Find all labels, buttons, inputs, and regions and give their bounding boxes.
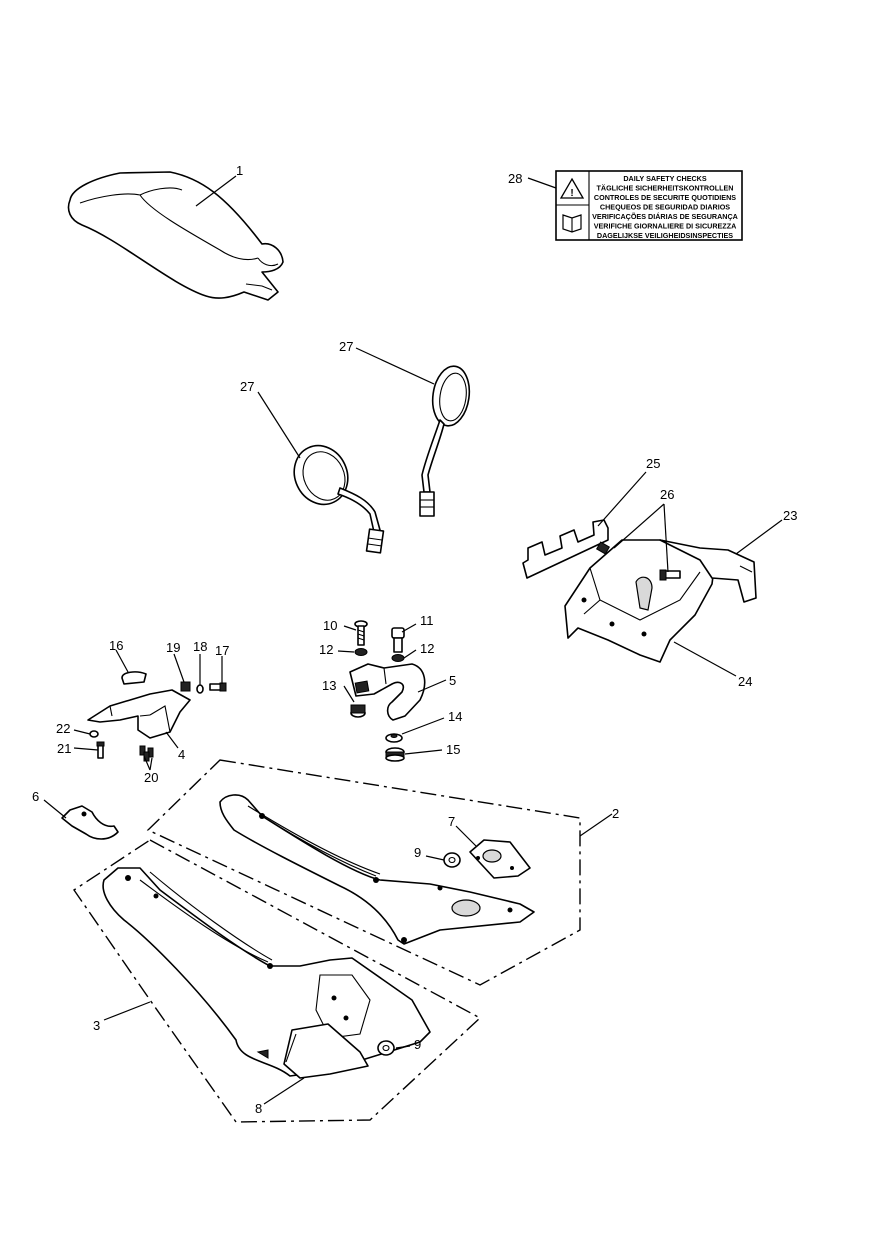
grab-handle-5-part — [349, 663, 426, 721]
callout-9-lower: 9 — [414, 1037, 421, 1052]
callout-11: 11 — [420, 613, 434, 628]
warning-triangle-icon: ! — [559, 177, 585, 199]
callout-8: 8 — [255, 1101, 262, 1116]
callout-3: 3 — [93, 1018, 100, 1033]
lock-plate-7-part — [469, 839, 531, 879]
callout-22: 22 — [56, 721, 70, 736]
callout-21: 21 — [57, 741, 71, 756]
callout-6: 6 — [32, 789, 39, 804]
label-line: DAILY SAFETY CHECKS — [623, 174, 707, 183]
bracket-4-part — [87, 689, 191, 739]
lock-cover-8-part — [283, 1023, 369, 1079]
callout-2: 2 — [612, 806, 619, 821]
callout-17: 17 — [215, 643, 229, 658]
svg-text:!: ! — [570, 188, 573, 199]
label-line: CHEQUEOS DE SEGURIDAD DIARIOS — [600, 203, 730, 212]
callout-19: 19 — [166, 640, 180, 655]
leader-lines — [43, 175, 783, 1105]
washer-9-lower-part — [377, 1040, 395, 1056]
callout-28: 28 — [508, 171, 522, 186]
panel-3-boundary — [73, 839, 482, 1123]
callout-20: 20 — [144, 770, 158, 785]
clip-6-part — [61, 805, 119, 840]
bracket-24-part — [564, 539, 716, 663]
callout-14: 14 — [448, 709, 462, 724]
washer-18-part — [196, 684, 204, 694]
callout-10: 10 — [323, 618, 337, 633]
callout-15: 15 — [446, 742, 460, 757]
callout-24: 24 — [738, 674, 752, 689]
grommet-13-part — [350, 704, 366, 718]
washer-14-part — [385, 733, 403, 743]
spacer-19-part — [180, 681, 191, 692]
callout-12-left: 12 — [319, 642, 333, 657]
bolt-17-part — [209, 682, 227, 692]
callout-13: 13 — [322, 678, 336, 693]
manual-book-icon — [562, 214, 582, 233]
callout-12-right: 12 — [420, 641, 434, 656]
washer-9-upper-part — [443, 852, 461, 868]
callout-4: 4 — [178, 747, 185, 762]
bolt-21-part — [96, 741, 105, 759]
panel-2-boundary — [146, 759, 581, 986]
washer-12-left-part — [354, 648, 368, 656]
label-line: VERIFICHE GIORNALIERE DI SICUREZZA — [594, 222, 737, 231]
callout-25: 25 — [646, 456, 660, 471]
bolt-10-part — [354, 620, 368, 646]
washer-12-right-part — [391, 654, 405, 662]
bolt-26-part — [595, 541, 681, 581]
callout-7: 7 — [448, 814, 455, 829]
callout-1: 1 — [236, 163, 243, 178]
label-line: DAGELIJKSE VEILIGHEIDSINSPECTIES — [597, 231, 733, 240]
callout-23: 23 — [783, 508, 797, 523]
callout-27-right: 27 — [339, 339, 353, 354]
label-line: VERIFICAÇÕES DIÁRIAS DE SEGURANÇA — [592, 212, 738, 221]
callout-5: 5 — [449, 673, 456, 688]
mirror-left-part — [293, 444, 385, 554]
side-panel-3-part — [102, 867, 431, 1077]
safety-label-part: ! DAILY SAFETY CHECKS TÄGLICHE SICHERHEI… — [555, 170, 743, 241]
label-line: TÄGLICHE SICHERHEITSKONTROLLEN — [597, 184, 734, 193]
callout-9-upper: 9 — [414, 845, 421, 860]
bracket-25-part — [522, 519, 609, 579]
callout-numbers: 1 2 3 4 5 6 7 8 9 9 10 11 12 12 13 14 15… — [32, 163, 797, 1116]
label-line: CONTROLES DE SECURITE QUOTIDIENS — [594, 193, 736, 202]
callout-27-left: 27 — [240, 379, 254, 394]
callout-16: 16 — [109, 638, 123, 653]
rivets-20-part — [139, 745, 154, 762]
callout-18: 18 — [193, 639, 207, 654]
bolt-11-part — [391, 627, 405, 653]
cap-16-part — [121, 671, 147, 685]
grommet-15-part — [385, 747, 405, 762]
side-panel-2-part — [219, 794, 535, 945]
bracket-23-part — [659, 539, 757, 603]
mirror-right-part — [419, 365, 471, 517]
callout-26: 26 — [660, 487, 674, 502]
seat-part — [67, 171, 284, 301]
washer-22-part — [89, 730, 99, 738]
